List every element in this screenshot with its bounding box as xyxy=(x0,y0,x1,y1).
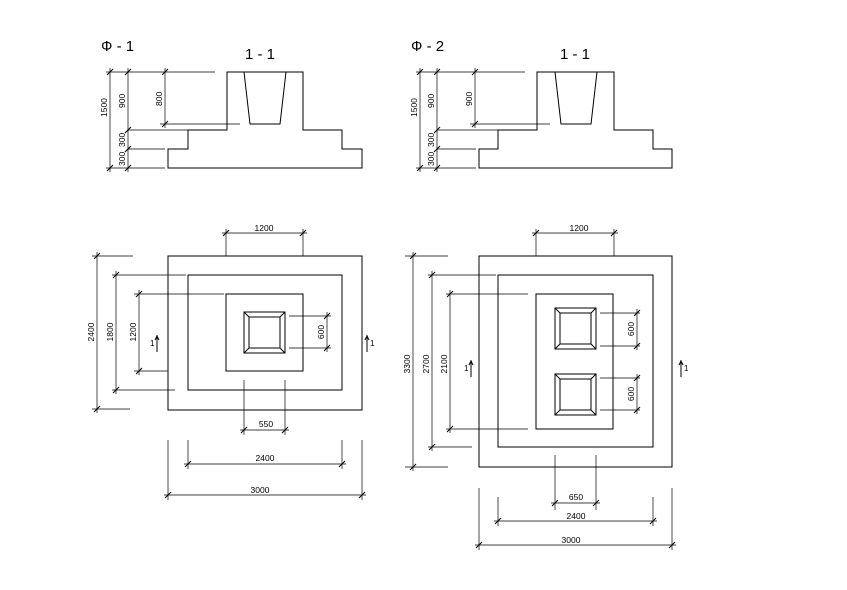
cut-mark-label: 1 xyxy=(150,339,155,348)
dim-step-2: 300 xyxy=(426,152,436,166)
foundation-1-section-dim-lines xyxy=(109,68,166,172)
dim-socket-depth: 800 xyxy=(154,92,164,106)
plan-2-socket-1-inner xyxy=(559,312,592,345)
foundation-1-plan: 1200 2400 1800 1200 600 550 2400 3000 1 … xyxy=(86,223,375,500)
dim-step-2: 300 xyxy=(117,152,127,166)
dim-glass-height: 900 xyxy=(426,94,436,108)
dim-glass-length: 1200 xyxy=(128,322,138,341)
dim-glass-height: 900 xyxy=(117,94,127,108)
plan-2-cut-mark-right: 1 xyxy=(678,359,689,377)
plan-2-dim-lines xyxy=(412,232,676,546)
dim-step-1: 300 xyxy=(117,133,127,147)
dim-outer-length: 2400 xyxy=(86,322,96,341)
plan-2-extensions xyxy=(405,229,673,550)
foundation-1-section: Ф - 1 1 - 1 1500 900 800 300 300 xyxy=(99,38,363,172)
dim-total-height: 1500 xyxy=(409,98,419,117)
plan-1-cut-mark-right: 1 xyxy=(364,334,375,352)
dim-glass-width: 1200 xyxy=(570,223,589,233)
plan-1-cut-mark-left: 1 xyxy=(150,334,160,352)
dim-socket-width: 650 xyxy=(569,492,583,502)
foundation-2-section: Ф - 2 1 - 1 1500 900 900 300 300 xyxy=(409,38,673,172)
foundation-2-section-extensions xyxy=(416,71,550,169)
dim-outer-width: 3000 xyxy=(251,485,270,495)
foundation-1-section-extensions xyxy=(106,71,240,169)
foundation-1-mark: Ф - 1 xyxy=(101,38,134,55)
plan-1-dim-lines xyxy=(96,232,366,496)
dim-outer-length: 3300 xyxy=(402,354,412,373)
plan-1-middle-step xyxy=(187,274,343,391)
dim-middle-length: 2700 xyxy=(421,354,431,373)
foundation-2-section-dim-lines xyxy=(419,68,476,172)
plan-1-outer-step xyxy=(167,255,363,411)
foundation-2-section-body xyxy=(478,71,673,169)
cut-mark-label: 1 xyxy=(464,364,469,373)
dim-socket-depth: 900 xyxy=(464,92,474,106)
plan-2-glass xyxy=(535,293,614,430)
plan-2-cut-mark-left: 1 xyxy=(464,359,474,377)
plan-1-socket-inner xyxy=(248,316,281,349)
dim-middle-width: 2400 xyxy=(256,453,275,463)
dim-glass-length: 2100 xyxy=(439,354,449,373)
plan-2-socket-2-inner xyxy=(559,378,592,411)
foundation-2-section-ticks xyxy=(416,68,479,172)
dim-socket-1-length: 600 xyxy=(626,322,636,336)
plan-2-socket-2-corners xyxy=(554,373,597,416)
plan-2-ticks xyxy=(409,229,676,549)
dim-outer-width: 3000 xyxy=(562,535,581,545)
foundation-1-section-ticks xyxy=(106,68,169,172)
plan-2-socket-1-corners xyxy=(554,307,597,350)
cut-mark-label: 1 xyxy=(370,339,375,348)
dim-socket-length: 600 xyxy=(316,325,326,339)
dim-step-1: 300 xyxy=(426,133,436,147)
plan-1-extensions xyxy=(92,229,363,500)
dim-total-height: 1500 xyxy=(99,98,109,117)
foundation-1-section-body xyxy=(167,71,363,169)
dim-glass-width: 1200 xyxy=(255,223,274,233)
foundation-1-section-label: 1 - 1 xyxy=(245,46,275,63)
plan-2-socket-1-outer xyxy=(554,307,597,350)
dim-middle-width: 2400 xyxy=(567,511,586,521)
plan-2-socket-2-outer xyxy=(554,373,597,416)
foundation-2-mark: Ф - 2 xyxy=(411,38,444,55)
plan-2-middle-step xyxy=(497,274,654,448)
plan-1-socket-corners xyxy=(243,311,286,354)
cut-mark-label: 1 xyxy=(684,364,689,373)
foundation-2-plan: 1200 3300 2700 2100 600 600 650 2400 300… xyxy=(402,223,689,550)
plan-2-outer-step xyxy=(478,255,673,468)
foundation-2-section-label: 1 - 1 xyxy=(560,46,590,63)
dim-middle-length: 1800 xyxy=(105,322,115,341)
plan-1-ticks xyxy=(93,229,366,499)
dim-socket-width: 550 xyxy=(259,419,273,429)
dim-socket-2-length: 600 xyxy=(626,387,636,401)
plan-1-glass xyxy=(225,293,304,372)
plan-1-socket-outer xyxy=(243,311,286,354)
